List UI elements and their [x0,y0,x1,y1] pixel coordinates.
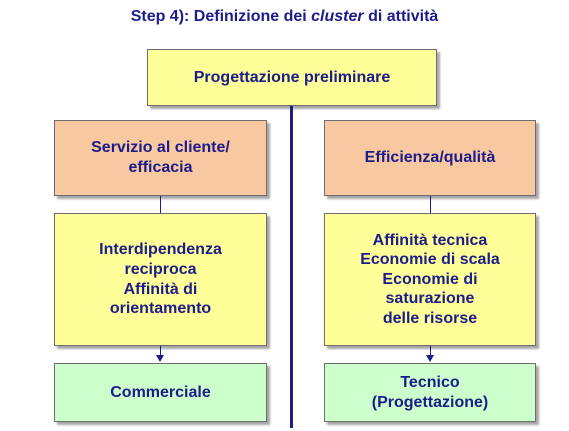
right-mid-line-4: saturazione [385,290,475,308]
left-mid-line-3: Affinità di [123,280,198,298]
left-bottom-box: Commerciale [54,363,267,422]
left-head-box: Servizio al cliente/ efficacia [54,120,267,196]
right-mid-line-5: delle risorse [382,309,478,327]
title-emphasis: cluster [311,8,364,25]
left-bottom-label: Commerciale [110,383,211,401]
right-bottom-line-1: Tecnico [400,373,460,391]
right-mid-line-1: Affinità tecnica [372,231,488,249]
right-mid-box: Affinità tecnica Economie di scala Econo… [324,213,536,346]
left-connector-head-mid [160,196,161,213]
right-head-box: Efficienza/qualità [324,120,536,196]
left-connector-mid-bottom [160,346,161,356]
diagram-title: Step 4): Definizione dei cluster di atti… [0,8,569,26]
top-box: Progettazione preliminare [147,49,437,106]
right-connector-head-mid [430,196,431,213]
vertical-divider [290,106,293,428]
top-box-label: Progettazione preliminare [193,68,391,86]
right-connector-mid-bottom [430,346,431,356]
right-mid-line-3: Economie di [382,270,478,288]
left-mid-line-4: orientamento [109,300,212,318]
right-head-label: Efficienza/qualità [364,149,496,167]
left-head-line-1: Servizio al cliente/ [91,139,230,157]
left-mid-line-2: reciproca [124,260,197,278]
title-prefix: Step 4): Definizione dei [130,8,312,25]
left-mid-line-1: Interdipendenza [99,241,222,259]
left-mid-box: Interdipendenza reciproca Affinità di or… [54,213,267,346]
left-head-line-2: efficacia [128,159,193,176]
right-arrowhead [426,355,434,362]
left-arrowhead [156,355,164,362]
right-mid-line-2: Economie di scala [360,251,500,269]
title-suffix: di attività [363,8,439,25]
right-bottom-line-2: (Progettazione) [371,393,489,411]
right-bottom-box: Tecnico (Progettazione) [324,363,536,422]
